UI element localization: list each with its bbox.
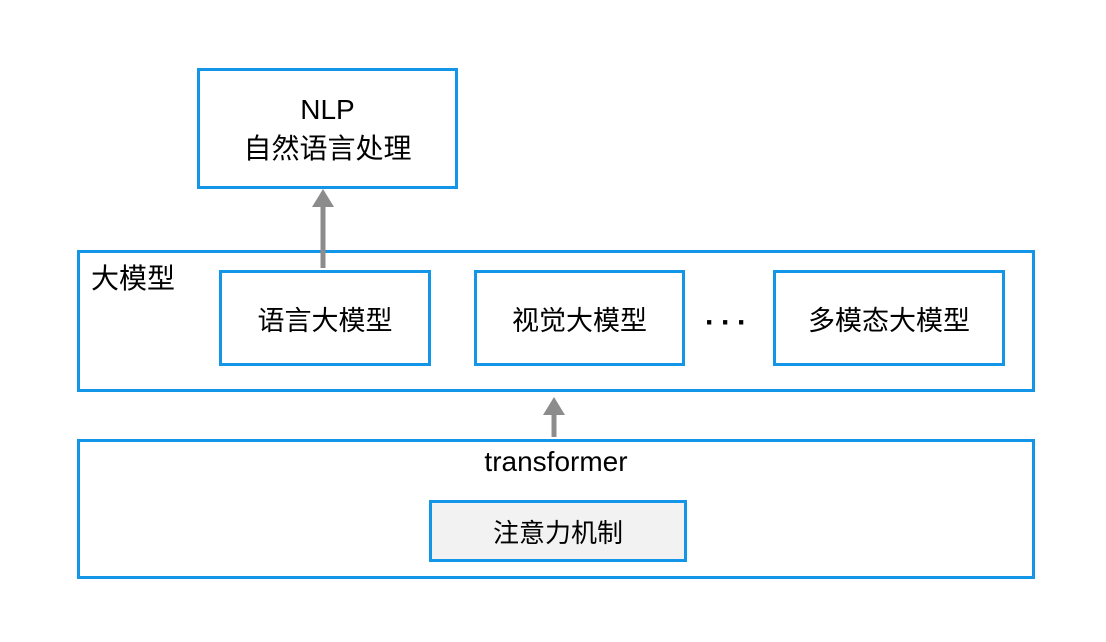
multimodal-model-box: 多模态大模型 [773,270,1005,366]
language-model-label: 语言大模型 [257,305,393,336]
transformer-container: transformer 注意力机制 [77,439,1035,579]
large-model-container: 大模型 语言大模型 视觉大模型 ··· 多模态大模型 [77,250,1035,392]
nlp-box-line2: 自然语言处理 [243,132,412,164]
nlp-box-line1: NLP [300,93,355,125]
attention-label: 注意力机制 [492,517,623,548]
large-model-label: 大模型 [91,263,176,294]
transformer-up-arrow-icon [543,397,565,437]
vision-model-box: 视觉大模型 [474,270,685,366]
attention-box: 注意力机制 [429,500,687,562]
transformer-label: transformer [484,446,628,477]
nlp-box: NLP 自然语言处理 [197,68,458,189]
ellipsis-dots: ··· [705,306,753,339]
language-model-box: 语言大模型 [219,270,431,366]
multimodal-model-label: 多模态大模型 [808,305,970,336]
vision-model-label: 视觉大模型 [512,305,647,336]
